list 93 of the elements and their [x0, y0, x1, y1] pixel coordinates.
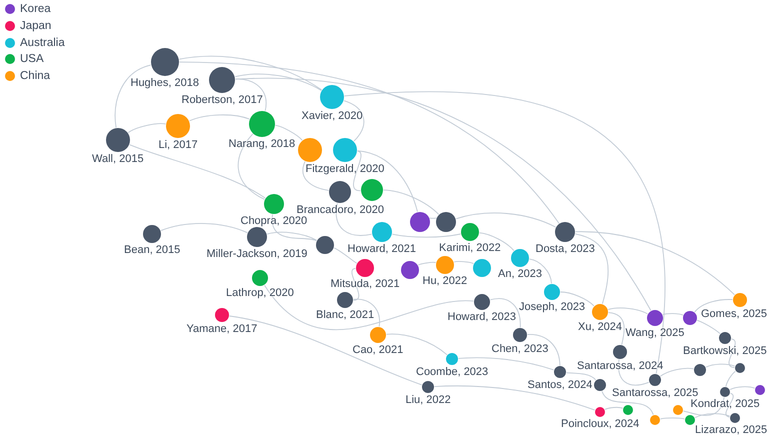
- node-label: Dosta, 2023: [536, 243, 595, 255]
- citation-line: [694, 413, 730, 418]
- node-label: Coombe, 2023: [416, 366, 488, 378]
- citation-line: [234, 74, 322, 91]
- citation-line: [682, 396, 725, 416]
- node-label: Gomes, 2025: [701, 308, 768, 320]
- citation-line: [456, 212, 556, 228]
- node-label: Li, 2017: [158, 139, 198, 151]
- citation-line: [618, 358, 650, 386]
- citation-line: [178, 56, 322, 90]
- node-label: Mitsuda, 2021: [330, 278, 400, 290]
- node-label: Santarossa, 2024: [577, 360, 664, 372]
- node-label: Santarossa, 2025: [612, 387, 698, 399]
- node-label: Narang, 2018: [228, 138, 296, 150]
- legend-label: China: [20, 69, 50, 84]
- citation-line: [353, 298, 380, 328]
- node-label: Karimi, 2022: [439, 242, 501, 254]
- node-label: Wall, 2015: [92, 153, 144, 165]
- citation-line: [228, 316, 422, 386]
- citation-line: [386, 334, 448, 356]
- node-label: Santos, 2024: [528, 379, 592, 391]
- node-label: Hughes, 2018: [130, 77, 199, 89]
- citation-line: [128, 123, 166, 134]
- citation-line: [528, 258, 552, 284]
- citation-line: [662, 313, 684, 316]
- legend-label: USA: [20, 52, 44, 66]
- node-label: Cao, 2021: [352, 344, 404, 356]
- node-label: Xavier, 2020: [302, 110, 363, 122]
- citation-line: [604, 406, 624, 410]
- node-label: Fitzgerald, 2020: [306, 163, 384, 175]
- node-label: Brancadoro, 2020: [296, 204, 384, 216]
- node-label: Robertson, 2017: [182, 94, 263, 106]
- citation-line: [266, 232, 318, 241]
- citation-line: [264, 284, 474, 330]
- citation-line: [560, 292, 594, 306]
- node-label: Poincloux, 2024: [561, 418, 640, 430]
- node-label: Yamane, 2017: [186, 323, 258, 335]
- node-label: Bartkowski, 2025: [683, 345, 767, 357]
- citation-line: [608, 312, 625, 346]
- citation-line: [458, 357, 554, 370]
- citation-line: [575, 231, 736, 296]
- node-label: Hu, 2022: [422, 275, 468, 287]
- citation-line: [272, 214, 317, 242]
- citation-line: [705, 364, 736, 368]
- legend-label: Australia: [20, 36, 65, 50]
- citation-line: [694, 299, 733, 313]
- citation-line: [434, 385, 596, 411]
- citation-line: [602, 390, 654, 416]
- node-label: Wang, 2025: [626, 327, 684, 339]
- legend-label: Japan: [20, 18, 52, 33]
- node-label: Kondrat, 2025: [690, 398, 760, 410]
- citation-line: [302, 160, 330, 191]
- citation-line: [660, 368, 694, 377]
- citation-line: [179, 62, 560, 224]
- citation-line: [188, 114, 250, 122]
- citation-line: [490, 298, 521, 328]
- citation-line: [527, 334, 560, 366]
- node-label: Lathrop, 2020: [226, 287, 294, 299]
- node-label: Xu, 2024: [578, 321, 622, 333]
- citation-line: [660, 417, 686, 420]
- node-label: Bean, 2015: [124, 244, 180, 256]
- citation-line: [418, 262, 436, 266]
- citation-line: [344, 91, 665, 374]
- citation-line: [725, 370, 736, 388]
- node-label: Miller-Jackson, 2019: [206, 248, 308, 260]
- citation-line: [454, 261, 474, 264]
- node-label: Chopra, 2020: [240, 215, 308, 227]
- citation-line: [392, 234, 462, 238]
- node-label: Howard, 2021: [348, 243, 416, 255]
- node-label: Joseph, 2023: [519, 301, 586, 313]
- citation-line: [479, 232, 514, 252]
- citation-line: [429, 217, 437, 219]
- citation-line: [129, 144, 266, 199]
- node-label: An, 2023: [498, 268, 542, 280]
- node-label: Chen, 2023: [492, 343, 548, 355]
- citation-line: [383, 190, 440, 215]
- citation-line: [608, 308, 648, 314]
- node-label: Lizarazo, 2025: [695, 424, 768, 436]
- citation-line: [160, 223, 248, 234]
- node-label: Liu, 2022: [406, 394, 451, 406]
- node-label: Howard, 2023: [448, 311, 516, 323]
- citation-line: [114, 64, 152, 128]
- legend-label: Korea: [20, 2, 51, 16]
- node-label: Blanc, 2021: [316, 309, 374, 321]
- citation-line: [357, 150, 418, 212]
- citation-line: [574, 233, 609, 304]
- citation-line: [729, 386, 756, 390]
- citation-line: [566, 372, 596, 380]
- citation-line: [696, 320, 721, 334]
- citation-line: [274, 124, 303, 141]
- citation-line: [334, 247, 358, 264]
- citation-line: [353, 150, 362, 192]
- citation-line: [235, 78, 652, 312]
